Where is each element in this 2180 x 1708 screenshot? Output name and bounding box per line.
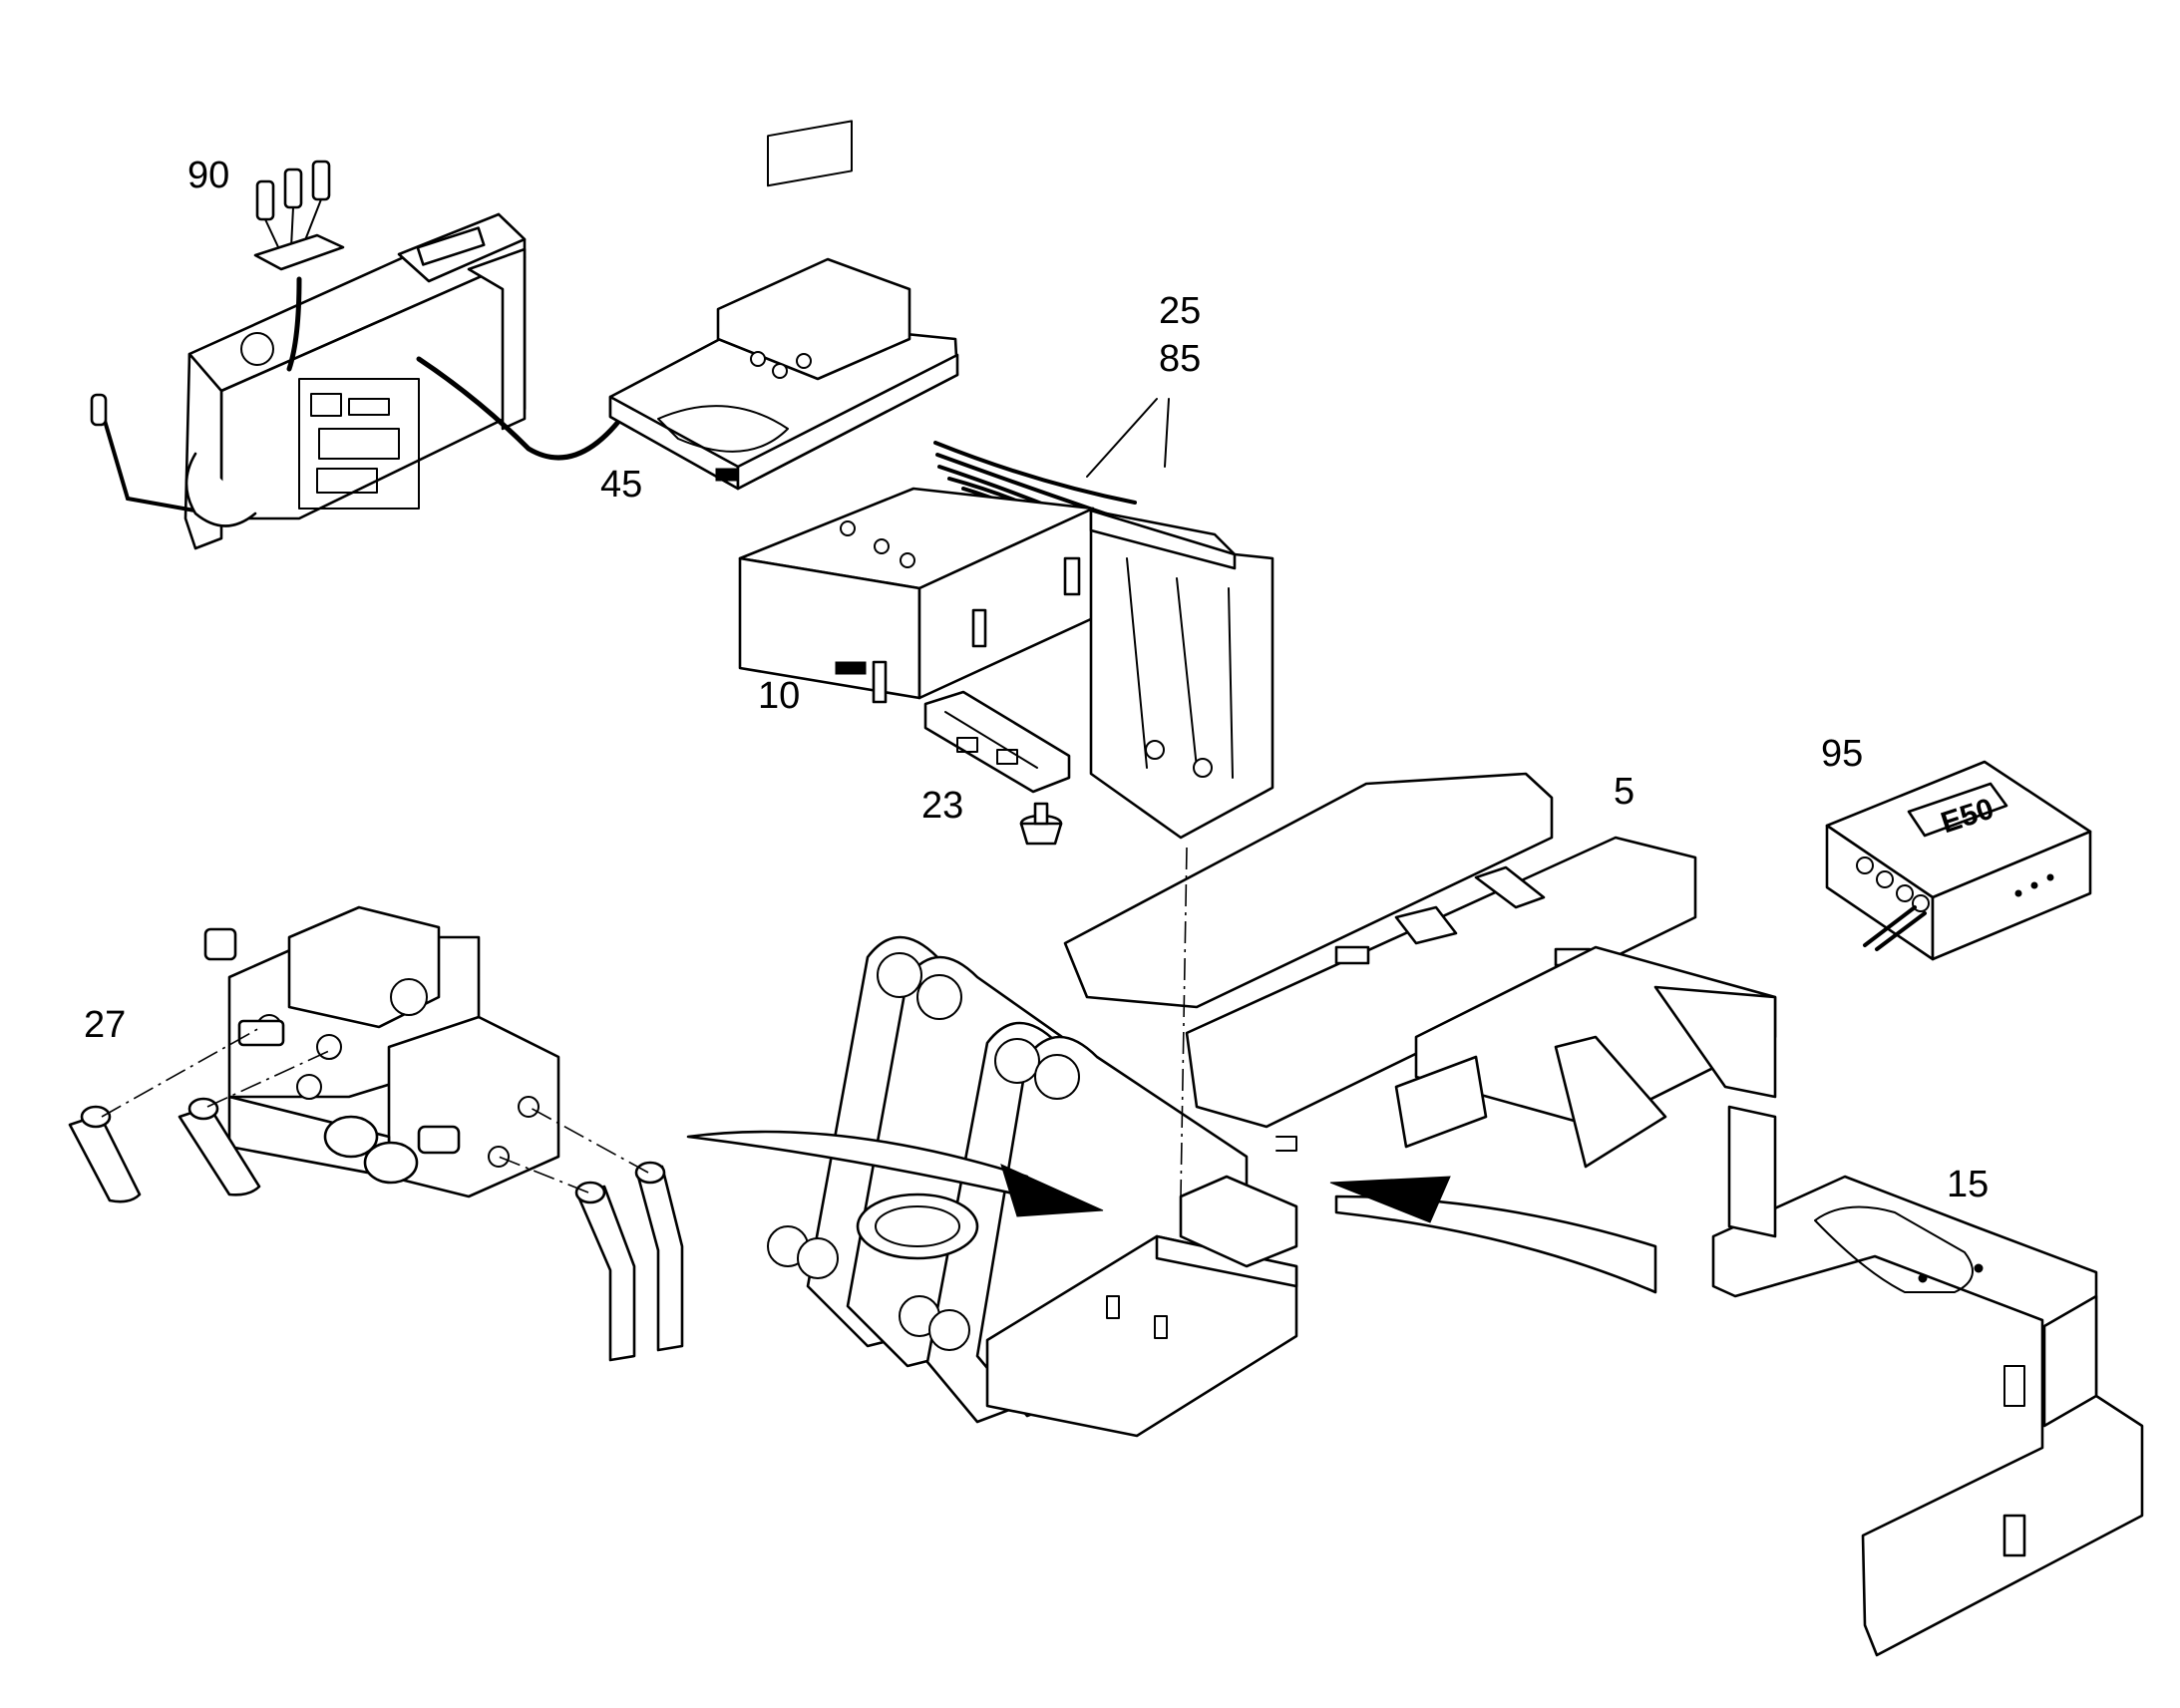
callout-labels: 90 45 25 85 10 23 95 5 27 15 [84,155,1989,1205]
callout-85: 85 [1159,338,1201,380]
callout-25: 25 [1159,290,1201,332]
part-15-rear-bracket [1711,1105,2144,1657]
part-27-valve-block [68,905,684,1362]
callout-90: 90 [187,155,229,196]
callout-15: 15 [1947,1164,1989,1205]
part-23-bracket [923,690,1071,846]
callout-45: 45 [600,464,642,506]
part-45-control-module [608,120,959,491]
callout-95: 95 [1821,733,1863,775]
part-90-control-console [90,160,631,550]
part-10-battery-box [738,487,1274,840]
callout-27: 27 [84,1004,126,1046]
push-buttons [253,160,345,271]
callout-5: 5 [1614,771,1635,813]
part-5-main-frame [686,772,1777,1438]
callout-23: 23 [921,785,963,827]
part-95-e50-unit: E50 [1825,760,2092,961]
callout-10: 10 [758,675,800,717]
